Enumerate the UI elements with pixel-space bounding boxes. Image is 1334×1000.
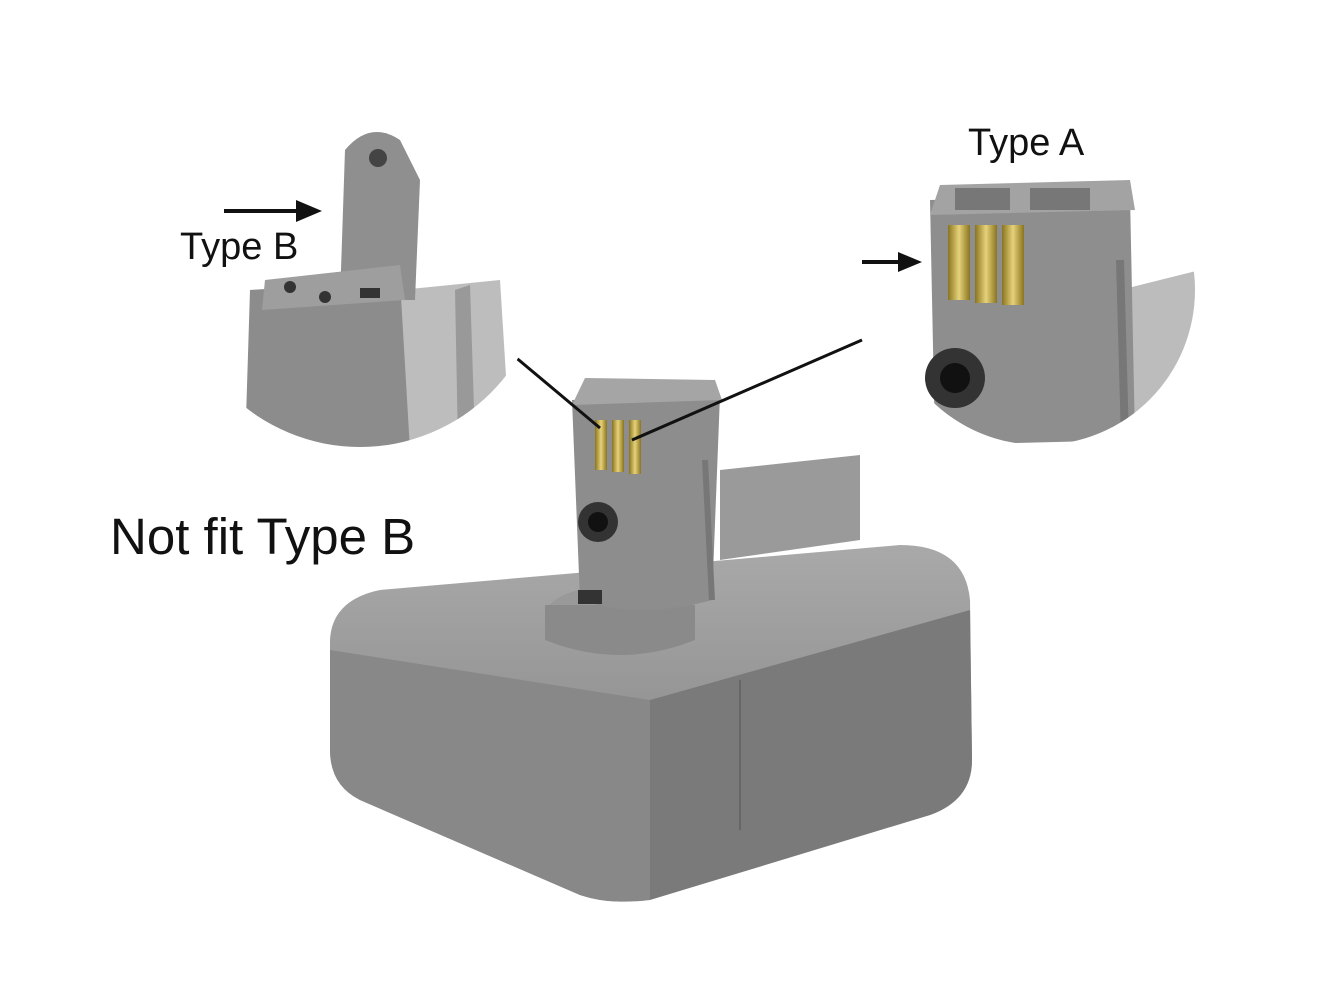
- arrow-icon-type-b: [224, 200, 322, 222]
- arrow-icon-type-a: [862, 252, 922, 272]
- battery-body: [330, 378, 972, 902]
- type-a-label: Type A: [968, 122, 1085, 164]
- zoom-circle-type-a: [885, 135, 1195, 445]
- zoom-circle-type-b: [175, 77, 545, 447]
- type-b-label: Type B: [180, 226, 299, 268]
- not-fit-label: Not fit Type B: [110, 508, 416, 565]
- pointer-line-right: [631, 338, 863, 442]
